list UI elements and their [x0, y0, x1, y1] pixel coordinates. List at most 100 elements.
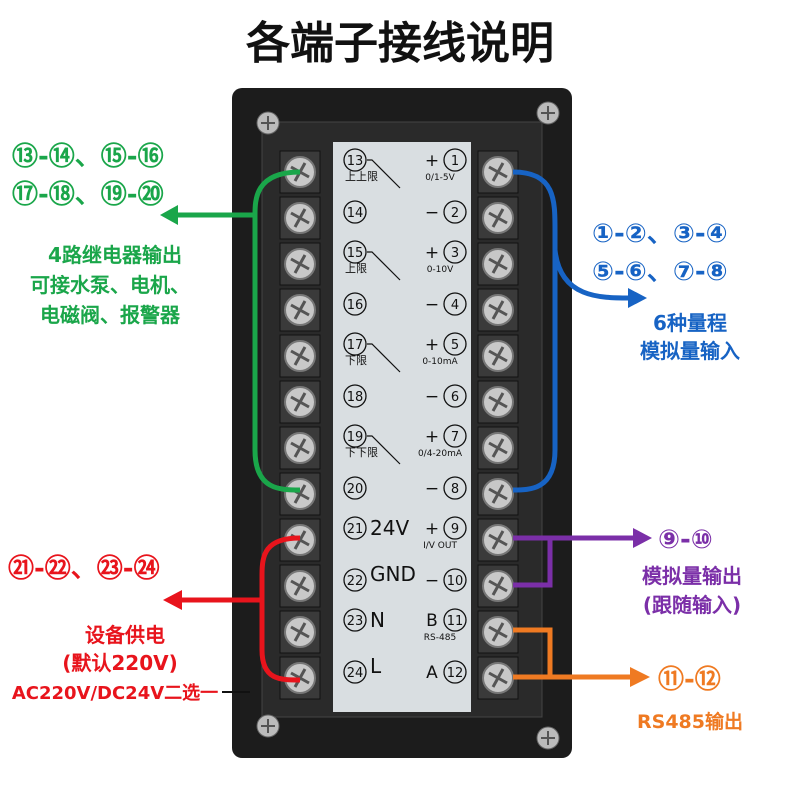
terminal-sign: +	[425, 151, 439, 171]
terminal-screw-icon[interactable]	[279, 380, 321, 424]
analog-in-arrow	[552, 249, 631, 301]
power-arrowhead-icon	[163, 590, 182, 610]
power-pairs: ㉑-㉒、㉓-㉔	[8, 553, 160, 584]
terminal-number-right: 9	[451, 522, 459, 537]
relay-contact-symbol	[367, 435, 401, 465]
terminal-screw-icon[interactable]	[477, 564, 519, 608]
terminal-number-right: 11	[447, 614, 464, 629]
terminal-number-right: 7	[451, 430, 459, 445]
terminal-number-right: 5	[451, 338, 459, 353]
terminal-screw-icon[interactable]	[477, 656, 519, 700]
terminal-screw-icon[interactable]	[477, 426, 519, 470]
terminal-number-right: 8	[451, 482, 459, 497]
terminal-screw-icon[interactable]	[477, 242, 519, 286]
rs485-bracket	[513, 627, 632, 680]
terminal-screw-icon[interactable]	[477, 610, 519, 654]
terminal-number-ring	[443, 292, 467, 316]
analog-out-pairs: ⑨-⑩	[658, 525, 713, 555]
terminal-screw-icon[interactable]	[279, 426, 321, 470]
terminal-number-right: 3	[451, 246, 459, 261]
terminal-label-left: 上限	[345, 262, 367, 275]
analog-in-desc-1: 6种量程	[653, 311, 727, 335]
terminal-screw-icon[interactable]	[477, 472, 519, 516]
input-range-label: I/V OUT	[423, 541, 457, 551]
terminal-label-left: L	[370, 654, 382, 678]
relay-desc-3: 电磁阀、报警器	[40, 303, 181, 327]
analog-out-bracket	[513, 535, 635, 588]
analog-in-arrowhead-icon	[628, 288, 647, 308]
analog-in-desc-2: 模拟量输入	[640, 339, 740, 363]
rs485-arrowhead-icon	[630, 667, 650, 687]
terminal-number-right: 10	[447, 574, 464, 589]
terminal-screw-icon[interactable]	[477, 288, 519, 332]
power-desc-3: AC220V/DC24V二选一	[12, 683, 218, 704]
relay-contact-symbol	[367, 251, 401, 281]
terminal-screw-icon[interactable]	[279, 196, 321, 240]
analog-in-pairs-1: ①-②、③-④	[592, 219, 728, 249]
analog-out-desc-2: (跟随输入)	[643, 593, 741, 617]
relay-contact-symbol	[367, 159, 401, 189]
terminal-sign: +	[425, 427, 439, 447]
terminal-number-ring	[343, 384, 367, 408]
terminal-number-ring	[443, 568, 467, 592]
terminal-number-left: 18	[347, 390, 364, 405]
terminal-sign: −	[425, 295, 439, 315]
terminal-number-ring	[343, 424, 367, 448]
terminal-screw-icon[interactable]	[279, 242, 321, 286]
terminal-label-left: 下限	[345, 354, 367, 367]
rs485-pairs: ⑪-⑫	[658, 664, 721, 695]
terminal-number-left: 17	[347, 338, 364, 353]
rs485-desc: RS485输出	[637, 710, 743, 733]
terminal-sign: −	[425, 203, 439, 223]
relay-bracket	[252, 169, 301, 493]
relay-arrowhead-icon	[160, 205, 178, 225]
relay-pairs-1: ⑬-⑭、⑮-⑯	[12, 141, 164, 172]
terminal-number-left: 14	[347, 206, 364, 221]
terminal-sign: B	[426, 611, 438, 631]
analog-out-desc-1: 模拟量输出	[642, 564, 742, 588]
terminal-number-left: 23	[347, 614, 364, 629]
power-desc-1: 设备供电	[85, 623, 165, 647]
mounting-screw-icon	[256, 101, 560, 750]
terminal-number-left: 16	[347, 298, 364, 313]
terminal-sign: +	[425, 519, 439, 539]
terminal-number-ring	[343, 608, 367, 632]
terminal-screw-icon[interactable]	[279, 288, 321, 332]
terminal-number-right: 6	[451, 390, 459, 405]
terminal-screw-icon[interactable]	[279, 334, 321, 378]
terminal-number-left: 24	[347, 666, 364, 681]
terminal-number-ring	[443, 516, 467, 540]
terminal-screw-icon[interactable]	[477, 196, 519, 240]
terminal-screw-icon[interactable]	[477, 518, 519, 562]
terminal-screw-icon[interactable]	[279, 610, 321, 654]
terminal-number-ring	[343, 292, 367, 316]
terminal-number-ring	[443, 384, 467, 408]
input-range-label: 0/4-20mA	[418, 449, 463, 459]
relay-pairs-2: ⑰-⑱、⑲-⑳	[12, 179, 164, 210]
power-desc-2: (默认220V)	[62, 651, 178, 675]
terminal-screw-icon[interactable]	[279, 564, 321, 608]
terminal-number-right: 1	[451, 154, 459, 169]
terminal-number-ring	[443, 200, 467, 224]
terminal-screw-icon[interactable]	[477, 150, 519, 194]
analog-out-arrowhead-icon	[633, 528, 652, 548]
terminal-label-left: GND	[370, 562, 416, 586]
terminal-sign: +	[425, 335, 439, 355]
terminal-screw-icon[interactable]	[477, 334, 519, 378]
terminal-number-ring	[343, 568, 367, 592]
terminal-sign: −	[425, 479, 439, 499]
terminal-number-left: 20	[347, 482, 364, 497]
terminal-number-ring	[343, 332, 367, 356]
terminal-number-ring	[443, 476, 467, 500]
terminal-screw-icon[interactable]	[279, 472, 321, 516]
terminal-sign: A	[426, 663, 438, 683]
terminal-number-ring	[443, 424, 467, 448]
terminal-number-right: 4	[451, 298, 459, 313]
terminal-number-ring	[443, 332, 467, 356]
terminal-label-left: N	[370, 608, 385, 632]
terminal-number-right: 2	[451, 206, 459, 221]
terminal-number-left: 15	[347, 246, 364, 261]
terminal-screw-icon[interactable]	[477, 380, 519, 424]
